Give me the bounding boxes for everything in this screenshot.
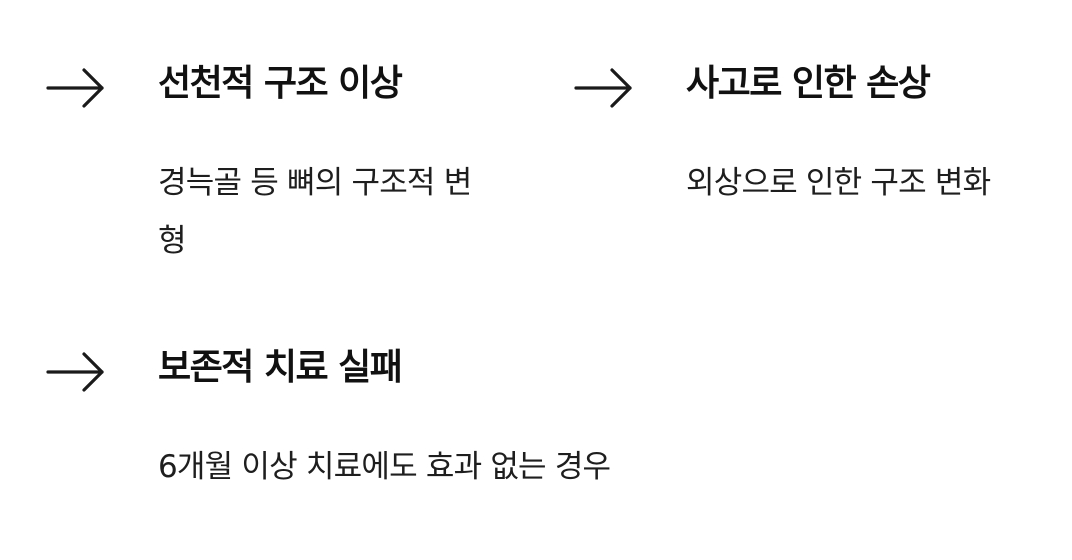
item-title: 보존적 치료 실패: [158, 347, 403, 388]
arrow-right-icon: [574, 68, 634, 108]
arrow-right-icon: [46, 68, 106, 108]
item-description: 외상으로 인한 구조 변화: [686, 165, 991, 201]
item-title: 사고로 인한 손상: [686, 63, 931, 104]
item-title: 선천적 구조 이상: [158, 63, 403, 104]
arrow-right-icon: [46, 352, 106, 392]
item-description: 6개월 이상 치료에도 효과 없는 경우: [158, 449, 611, 485]
item-description: 경늑골 등 뼈의 구조적 변형: [158, 165, 472, 259]
